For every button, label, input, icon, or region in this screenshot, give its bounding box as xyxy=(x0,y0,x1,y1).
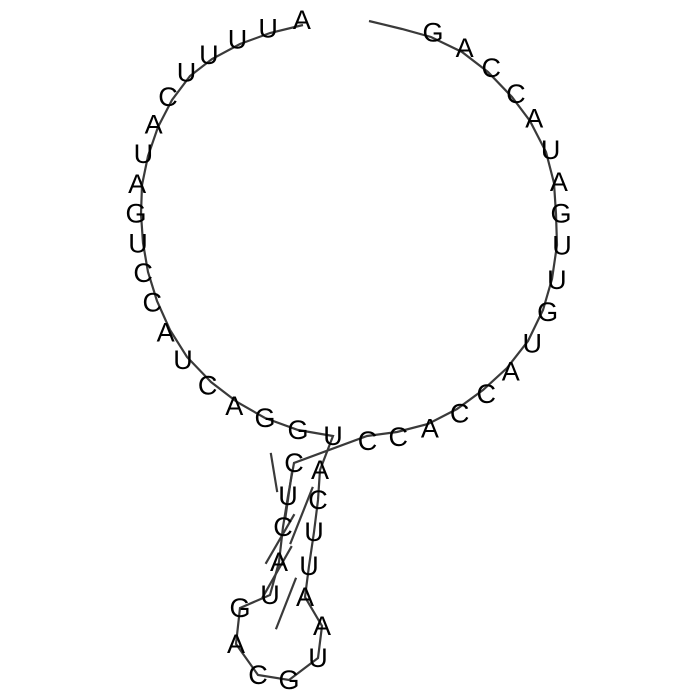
nucleotide-24: U xyxy=(299,551,319,581)
nucleotide-20: U xyxy=(323,421,343,451)
nucleotide-38: C xyxy=(388,422,408,452)
nucleotide-27: U xyxy=(308,643,328,673)
base-pair-bond xyxy=(261,545,293,599)
nucleotide-15: U xyxy=(173,345,193,375)
nucleotide-29: C xyxy=(248,660,268,690)
nucleotide-17: A xyxy=(225,391,243,421)
base-pair-bond xyxy=(269,452,279,493)
nucleotide-33: A xyxy=(270,547,288,577)
nucleotide-37: C xyxy=(358,426,378,456)
nucleotide-9: A xyxy=(128,169,146,199)
nucleotide-7: A xyxy=(145,110,163,140)
nucleotide-30: A xyxy=(227,629,245,659)
nucleotide-3: U xyxy=(228,25,248,55)
nucleotide-8: U xyxy=(134,139,154,169)
nucleotide-54: G xyxy=(422,17,443,47)
nucleotide-32: U xyxy=(260,580,280,610)
nucleotide-22: C xyxy=(308,485,328,515)
backbone-line xyxy=(139,19,559,682)
nucleotide-19: G xyxy=(287,415,308,445)
nucleotide-12: C xyxy=(133,258,153,288)
nucleotide-21: A xyxy=(311,455,329,485)
nucleotide-46: U xyxy=(552,230,572,260)
nucleotide-13: C xyxy=(143,288,163,318)
nucleotide-39: A xyxy=(421,414,439,444)
nucleotide-53: A xyxy=(456,33,474,63)
base-pair-bond xyxy=(289,486,314,545)
nucleotide-48: A xyxy=(550,167,568,197)
nucleotide-40: C xyxy=(450,398,470,428)
backbone xyxy=(139,19,559,682)
nucleotide-1: A xyxy=(293,5,311,35)
base-pairs xyxy=(261,452,314,630)
base-pair-bond xyxy=(274,577,298,630)
nucleotide-11: U xyxy=(128,228,148,258)
nucleotide-36: C xyxy=(284,448,304,478)
nucleotide-43: U xyxy=(523,329,543,359)
nucleotide-23: U xyxy=(304,517,324,547)
nucleotide-25: A xyxy=(296,582,314,612)
nucleotide-28: G xyxy=(278,665,299,695)
nucleotide-45: U xyxy=(547,265,567,295)
nucleotide-42: A xyxy=(502,356,520,386)
nucleotide-26: A xyxy=(313,611,331,641)
nucleotide-5: U xyxy=(177,57,197,87)
nucleotide-52: C xyxy=(482,53,502,83)
nucleotide-44: G xyxy=(537,297,558,327)
nucleotide-34: C xyxy=(273,512,293,542)
nucleotide-51: C xyxy=(506,79,526,109)
nucleotide-4: U xyxy=(199,40,219,70)
nucleotide-6: C xyxy=(158,82,178,112)
base-pair-bond xyxy=(283,472,294,520)
nucleotide-16: C xyxy=(198,371,218,401)
nucleotide-41: C xyxy=(476,379,496,409)
nucleotide-18: G xyxy=(254,403,275,433)
nucleotide-50: A xyxy=(525,103,543,133)
nucleotide-49: U xyxy=(541,135,561,165)
base-pair-bond xyxy=(264,513,296,565)
nucleotide-10: G xyxy=(126,199,147,229)
nucleotide-2: U xyxy=(258,13,278,43)
nucleotide-14: A xyxy=(157,317,175,347)
nucleotide-47: G xyxy=(550,199,571,229)
nucleotide-35: U xyxy=(278,481,298,511)
nucleotide-31: G xyxy=(229,593,250,623)
